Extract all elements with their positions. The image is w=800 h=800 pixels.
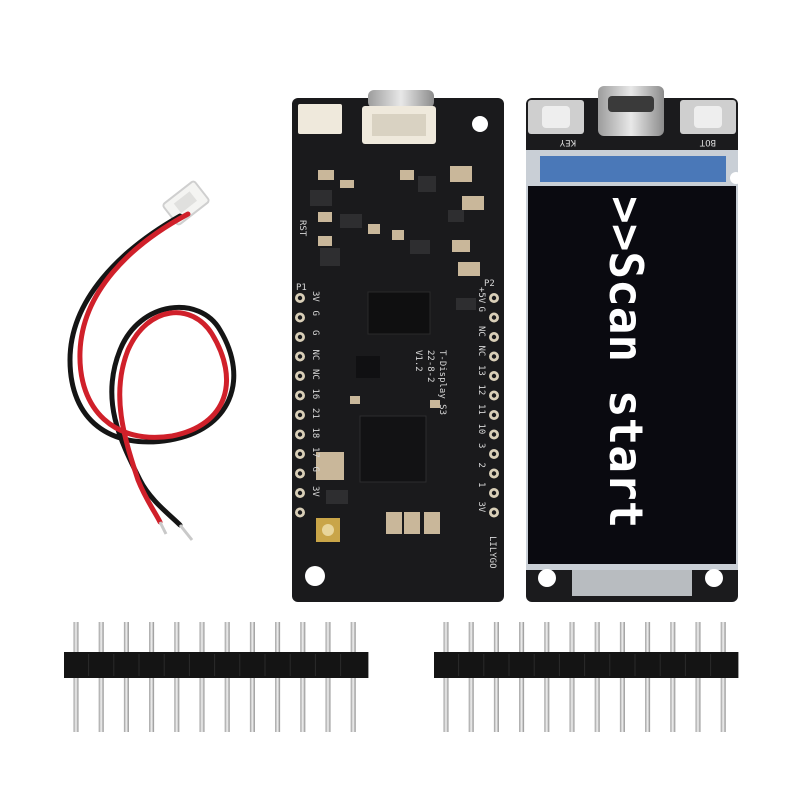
left-pin-label: 3V [310,291,320,302]
header-plastic [434,652,739,678]
pin-header-right [434,622,739,732]
screen-text: >>Scan start [599,196,653,528]
right-pin-label: 12 [476,385,486,396]
right-pin-label: 3 [476,443,486,448]
right-pin-holes [489,293,499,518]
boot-button[interactable] [680,100,736,134]
silk-model: T-Display S3 [437,350,447,415]
right-pin-label: G [476,307,486,312]
front-board: KEY BOT >>Scan start [526,86,742,602]
left-pin-label: NC [310,350,320,361]
red-wire [77,211,229,525]
left-pin-label: 18 [310,428,320,439]
black-wire [67,213,237,528]
left-pin-label: 21 [310,408,320,419]
left-pin-holes [295,293,305,518]
pin-header-left [64,622,369,732]
key-button[interactable] [528,100,584,134]
silk-p1: P1 [296,283,307,293]
left-pin-label: 3V [310,486,320,497]
esp32-s3-chip [359,415,427,483]
lcd-screen [528,186,736,564]
right-pin-label: +5V [476,287,486,304]
right-pin-label: NC [476,326,486,337]
jst-cable [67,180,237,541]
label-key: KEY [559,137,576,147]
right-pin-label: 13 [476,365,486,376]
right-pin-label: 11 [476,404,486,415]
silk-date: 22-8-2 [425,350,435,383]
psram-chip [367,291,431,335]
header-plastic [64,652,369,678]
silk-rst: RST [297,220,307,237]
left-pin-label: G [310,467,320,472]
silk-brand: LILYGO [487,536,497,569]
right-pin-label: 10 [476,424,486,435]
left-pin-label: NC [310,369,320,380]
left-pin-label: 16 [310,389,320,400]
left-pin-label: G [310,311,320,316]
silk-p2: P2 [484,279,495,289]
left-pin-label: G [310,330,320,335]
usb-c-port-back [368,90,434,108]
left-pin-label: 17 [310,447,320,458]
right-pin-label: 1 [476,482,486,487]
jst-socket-small [298,104,342,134]
silk-version: V1.2 [413,350,423,372]
right-pin-label: 2 [476,463,486,468]
right-pin-label: NC [476,346,486,357]
label-boot: BOT [699,137,716,147]
back-board: T-Display S3 22-8-2 V1.2 RST P1 P2 LILYG… [292,90,504,602]
right-pin-label: 3V [476,502,486,513]
